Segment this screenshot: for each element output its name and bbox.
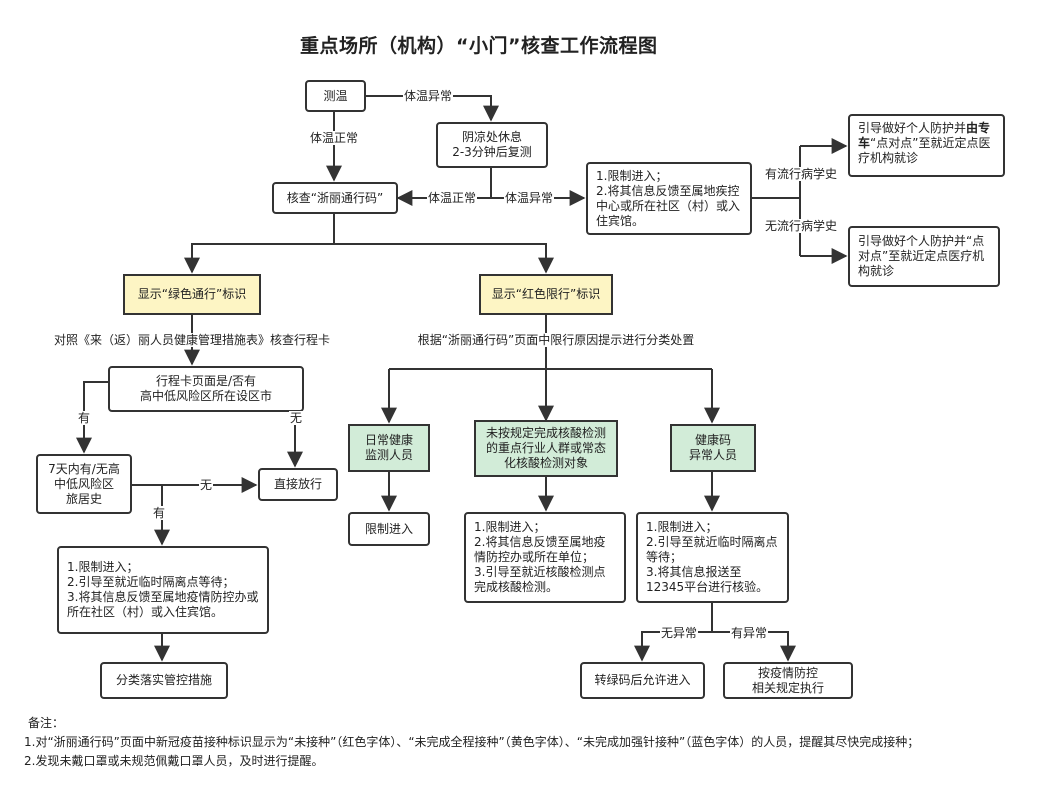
- label-green-note: 对照《来（返）丽人员健康管理措施表》核查行程卡: [52, 333, 332, 347]
- label-no-abnormal: 无异常: [659, 626, 699, 640]
- label-temp-abnormal-2: 体温异常: [503, 191, 555, 205]
- node-guide-car: 引导做好个人防护并由专车“点对点”至就近定点医疗机构就诊: [848, 114, 1005, 177]
- label-temp-normal-1: 体温正常: [308, 131, 360, 145]
- node-check-code: 核查“浙丽通行码”: [272, 182, 398, 214]
- label-yes-2: 有: [151, 506, 167, 520]
- node-release: 直接放行: [258, 468, 338, 501]
- node-restrict-report: 1.限制进入； 2.将其信息反馈至属地疾控中心或所在社区（村）或入住宾馆。: [586, 162, 752, 235]
- label-yes-1: 有: [76, 411, 92, 425]
- node-green-code: 显示“绿色通行”标识: [123, 274, 261, 315]
- label-no-1: 无: [288, 411, 304, 425]
- label-temp-normal-2: 体温正常: [426, 191, 478, 205]
- label-temp-abnormal-1: 体温异常: [402, 89, 454, 103]
- label-no-epi-history: 无流行病学史: [763, 219, 839, 233]
- page-title: 重点场所（机构）“小门”核查工作流程图: [300, 35, 658, 57]
- guide-car-text-pre: 引导做好个人防护并: [858, 121, 967, 135]
- notes-heading: 备注：: [28, 716, 65, 730]
- notes-section: 备注： 1.对“浙丽通行码”页面中新冠疫苗接种标识显示为“未接种”（红色字体）、…: [24, 714, 919, 771]
- node-temp-check: 测温: [305, 80, 366, 112]
- node-trip-card: 行程卡页面是/否有 高中低风险区所在设区市: [108, 366, 304, 412]
- node-abnormal-steps: 1.限制进入； 2.引导至就近临时隔离点等待； 3.将其信息报送至12345平台…: [636, 512, 789, 603]
- node-restrict-guide: 1.限制进入； 2.引导至就近临时隔离点等待； 3.将其信息反馈至属地疫情防控办…: [57, 546, 269, 634]
- label-has-epi-history: 有流行病学史: [763, 167, 839, 181]
- node-daily-restrict: 限制进入: [348, 512, 430, 546]
- guide-car-text-bold: 由专车: [858, 121, 991, 150]
- edge-trip-to-history: [76, 381, 108, 454]
- node-daily-monitor: 日常健康 监测人员: [348, 424, 430, 472]
- node-classified: 分类落实管控措施: [100, 662, 228, 699]
- label-has-abnormal: 有异常: [729, 626, 769, 640]
- node-abnormal-code: 健康码 异常人员: [670, 424, 756, 472]
- edge-split-red: [334, 243, 554, 274]
- node-travel-history: 7天内有/无高 中低风险区 旅居史: [36, 454, 132, 514]
- node-rest-retest: 阴凉处休息 2-3分钟后复测: [436, 122, 548, 168]
- edge-split-green: [184, 243, 334, 274]
- guide-car-text-post: “点对点”至就近定点医疗机构就诊: [858, 136, 991, 165]
- node-per-rules: 按疫情防控 相关规定执行: [723, 662, 853, 699]
- label-no-2: 无: [198, 478, 214, 492]
- label-red-note: 根据“浙丽通行码”页面中限行原因提示进行分类处置: [416, 333, 696, 347]
- node-red-code: 显示“红色限行”标识: [479, 274, 613, 315]
- node-guide-self: 引导做好个人防护并“点对点”至就近定点医疗机构就诊: [848, 226, 1000, 287]
- node-to-green: 转绿码后允许进入: [580, 662, 705, 699]
- node-nucleic-steps: 1.限制进入； 2.将其信息反馈至属地疫情防控办或所在单位； 3.引导至就近核酸…: [464, 512, 626, 603]
- node-nucleic-target: 未按规定完成核酸检测的重点行业人群或常态化核酸检测对象: [474, 420, 618, 477]
- notes-line-1: 1.对“浙丽通行码”页面中新冠疫苗接种标识显示为“未接种”（红色字体）、“未完成…: [24, 735, 920, 749]
- notes-line-2: 2.发现未戴口罩或未规范佩戴口罩人员，及时进行提醒。: [24, 754, 324, 768]
